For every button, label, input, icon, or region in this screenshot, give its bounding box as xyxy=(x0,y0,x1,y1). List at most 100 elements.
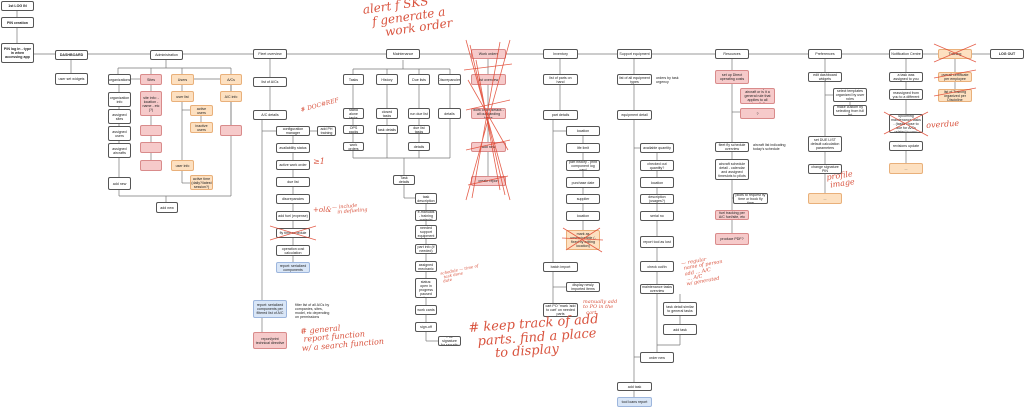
node-support-equipment: Support equipment xyxy=(617,49,652,59)
annotation-fuel-note: +ol& xyxy=(313,206,332,214)
node-assigned-mechanic: assigned mechanic xyxy=(415,261,437,272)
node-user-list: user list xyxy=(171,91,194,102)
node-tasks: Tasks xyxy=(343,74,364,85)
node-disc-details: details xyxy=(438,108,461,119)
node-assigned-users: assigned users xyxy=(108,126,131,141)
node-checked-out-quantity: checked out quantity? xyxy=(640,160,674,171)
node-supplier: supplier xyxy=(566,194,600,204)
node-availability-status: availability status xyxy=(276,143,310,153)
node-discrepancies-f: discrepancies xyxy=(276,194,310,204)
node-add-fuel: add fuel (expense) xyxy=(276,211,310,221)
node-logout: LOG OUT xyxy=(990,49,1024,59)
node-task-description: task description xyxy=(415,193,437,204)
node-notification-centre: Notification Centre xyxy=(889,49,923,59)
node-work-cards: work cards xyxy=(415,305,437,315)
node-inventory: Inventory xyxy=(543,49,578,59)
node-se-description: description (usages?) xyxy=(640,194,674,204)
node-notif-more: ... xyxy=(889,163,923,174)
node-batch-import: batch import xyxy=(543,262,578,272)
node-display-imported: display newly imported items xyxy=(566,282,600,292)
annotation-gte1: ≥1 xyxy=(313,157,325,166)
node-inv-location2: location xyxy=(566,211,600,221)
node-se-add-task2: add task xyxy=(617,382,652,391)
node-purchase-date: purchase date xyxy=(566,177,600,188)
node-site-blank3 xyxy=(140,160,162,171)
node-part-history: part history - print component log card xyxy=(566,160,600,171)
node-site-blank1 xyxy=(140,125,162,136)
node-pref-more: ... xyxy=(808,193,842,204)
node-aircraft-schedule-detail: aircraft schedule detail - calendar and … xyxy=(715,159,749,180)
node-discrepancies-m: Discrepancies xyxy=(438,74,461,85)
node-parts-on-hand: list of parts on hand xyxy=(543,74,578,85)
node-part-details: part details xyxy=(543,110,578,120)
node-task-status: task status: open in progress paused clo… xyxy=(415,278,437,298)
note-aircraft-list-note: aircraft list indicating today's schedul… xyxy=(753,143,786,151)
node-se-location: location xyxy=(640,177,674,188)
node-check-out-in: check out/in xyxy=(640,261,674,272)
node-mark-unserviceable: mark as unserviceable (- fixed by editin… xyxy=(566,230,600,250)
node-run-due-list: run due list xyxy=(408,108,430,119)
node-task-reassigned: a task was reassigned from you to a diff… xyxy=(889,89,923,100)
node-revisions-update: revisions update xyxy=(889,141,923,151)
node-list-acs: list of A/Cs xyxy=(253,77,287,87)
node-fleet-fly-schedule: fleet fly schedule overview xyxy=(715,142,749,152)
node-work-orders: Work orders xyxy=(471,49,506,59)
node-wo-list: list overview xyxy=(471,74,506,85)
node-users: Users xyxy=(171,74,194,85)
node-preferences: Preferences xyxy=(808,49,842,59)
node-wo-add-new: add new xyxy=(471,142,506,152)
node-ac-details: A/C details xyxy=(253,110,287,120)
node-task-detail-similar: task detail similar to general tasks xyxy=(663,302,697,316)
node-pin-signature: PIN signature for security xyxy=(438,336,461,346)
node-training-list: list of Training organized per Disciplin… xyxy=(938,89,972,102)
node-organizations: organizations xyxy=(108,74,131,85)
node-equipment-types: list of all equipment types xyxy=(617,74,652,85)
node-support-equipment-needed: needed support equipment xyxy=(415,225,437,239)
node-report-serialized-filtered: report: serialized components per filter… xyxy=(253,300,287,318)
node-wo-create-report: create report xyxy=(471,176,506,186)
node-available-quantity: available quantity xyxy=(640,143,674,153)
node-equipment-detail: equipment detail xyxy=(617,110,652,120)
node-active-time: active time (daily?/latest session?) xyxy=(190,175,213,190)
node-inactive-users: inactive users xyxy=(190,122,213,133)
node-pin-creation: PIN creation xyxy=(1,17,34,28)
node-active-users: active users xyxy=(190,105,213,116)
node-report-serialized: report: serialized components xyxy=(276,262,310,273)
node-stand-alone-tasks: stand alone tasks xyxy=(343,108,364,119)
node-edit-dashboard-widgets: edit dashboard widgets xyxy=(808,72,842,82)
node-due-lists: Due lists xyxy=(408,74,430,85)
node-admin-add-new: add new xyxy=(156,202,178,213)
node-closed-tasks: closed tasks xyxy=(376,108,398,119)
node-maintenance: Maintenance xyxy=(386,49,420,59)
node-login1: 1st LOG IN xyxy=(1,1,34,11)
node-report-td: report/print technical directive xyxy=(253,332,287,349)
node-inv-location: location xyxy=(566,126,600,136)
node-task-details-h: task details xyxy=(376,125,398,134)
node-due-list-tasks: due list tasks xyxy=(408,125,430,134)
node-user-widgets: user set widgets xyxy=(55,73,88,85)
node-sites: Sites xyxy=(140,74,162,85)
node-make-custom: make custom by selecting from full list xyxy=(833,105,867,116)
node-user-info: user info xyxy=(171,160,194,171)
node-ops-packs: OPS packs xyxy=(343,125,364,134)
node-sign-off: sign-off xyxy=(415,322,437,332)
node-upcoming-tasks: upcoming maintenance tasks - (tasks clos… xyxy=(889,114,923,133)
node-fleet-overview: Fleet overview xyxy=(253,49,287,59)
node-pilots-request: pilots to request fly time or book fly t… xyxy=(733,193,768,204)
node-se-add-task: add task xyxy=(663,324,697,335)
note-filter-note: filter list of all A/Cs by companies, si… xyxy=(295,303,330,319)
node-fly-time-schedule: fly time schedule xyxy=(276,228,310,238)
node-task-details: Task details xyxy=(393,175,415,185)
annotation-manually-add: manually add to PO in the cart xyxy=(583,299,618,316)
node-part-info: part info (if needed) xyxy=(415,244,437,254)
node-due-list-params: set DUE LIST default calculation paramet… xyxy=(808,136,842,152)
node-training-overdue: overall certificate per employee xyxy=(938,72,972,82)
node-history: History xyxy=(376,74,398,85)
node-select-templates: select templates organized by user roles xyxy=(833,88,867,102)
node-org-add-new: add new xyxy=(108,177,131,190)
node-assigned-aircrafts: assigned aircrafts xyxy=(108,143,131,158)
node-training: Training xyxy=(938,49,972,59)
node-order-new: order new xyxy=(640,352,674,363)
node-site-blank2 xyxy=(140,142,162,153)
node-due-details: details xyxy=(408,142,430,151)
